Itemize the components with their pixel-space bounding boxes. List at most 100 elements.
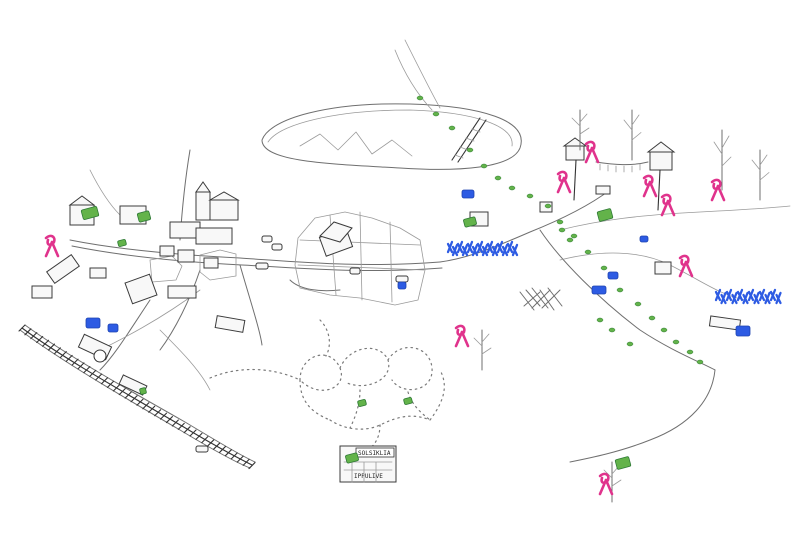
green-dot xyxy=(480,163,488,169)
rail-tie xyxy=(53,347,61,355)
blue-stroke xyxy=(496,240,504,254)
rail-tie xyxy=(112,384,120,392)
green-marker xyxy=(357,399,367,407)
rail-tie xyxy=(213,442,221,450)
rail-tie xyxy=(224,449,232,457)
rail-tie xyxy=(42,339,50,347)
rail-tie xyxy=(77,362,85,370)
hatched-field xyxy=(519,287,563,311)
blue-stroke xyxy=(753,291,760,305)
bare-trees xyxy=(473,109,770,503)
blue-stroke xyxy=(486,240,494,254)
farmhouse-center xyxy=(318,221,354,257)
main-building-caption: IPPULIVE xyxy=(354,473,383,480)
blue-stroke xyxy=(714,288,722,302)
green-dot xyxy=(448,125,456,131)
bare-tree xyxy=(751,149,770,201)
green-dot xyxy=(466,147,474,153)
pink-marker xyxy=(556,170,572,194)
rail-tie xyxy=(177,422,185,430)
rail-tie xyxy=(118,388,126,396)
green-dot-trail xyxy=(416,95,704,365)
green-dot xyxy=(494,175,502,181)
green-dot xyxy=(648,315,656,321)
main-building: SOLSIKLIA IPPULIVE xyxy=(339,445,397,483)
rail-tie xyxy=(154,409,162,417)
rail-tie xyxy=(207,439,215,447)
rail-tie xyxy=(130,395,138,403)
pink-marker xyxy=(660,193,676,217)
blue-shelter xyxy=(607,271,619,280)
blue-stroke xyxy=(466,240,474,254)
bare-tree xyxy=(603,461,622,503)
rail-tie xyxy=(165,416,173,424)
pink-markers xyxy=(44,140,726,496)
blue-stroke xyxy=(491,243,499,257)
blue-stroke xyxy=(775,291,782,305)
green-marker xyxy=(117,239,127,247)
rail-tie xyxy=(201,436,209,444)
green-marker xyxy=(463,216,477,228)
buildings: SOLSIKLIA IPPULIVE xyxy=(31,137,742,483)
blue-stroke xyxy=(476,240,484,254)
rail-tie xyxy=(242,458,250,466)
green-dot xyxy=(616,287,624,293)
blue-shelter xyxy=(107,323,119,333)
rail-tie xyxy=(195,432,203,440)
blue-shelter xyxy=(591,285,607,295)
treehouse-right xyxy=(595,141,676,211)
green-dot xyxy=(634,301,642,307)
blue-stroke xyxy=(511,243,519,257)
rail-tie xyxy=(230,452,238,460)
rail-tie xyxy=(159,412,168,420)
rail-tie xyxy=(89,369,97,377)
blue-stroke xyxy=(769,288,777,302)
rail-tie xyxy=(47,343,56,351)
pink-marker xyxy=(598,472,614,496)
rail-tie xyxy=(106,380,115,388)
rail-tie xyxy=(36,335,44,344)
rail-tie xyxy=(124,391,132,399)
green-dot xyxy=(566,237,574,243)
green-dot xyxy=(672,339,680,345)
rail-tie xyxy=(142,402,150,410)
blue-stroke xyxy=(501,243,509,257)
blue-stroke xyxy=(736,288,744,302)
rail-tie xyxy=(95,373,103,381)
blue-stroke xyxy=(742,291,749,305)
green-dot xyxy=(596,317,604,323)
green-dot xyxy=(626,341,634,347)
treehouse-left xyxy=(562,137,588,201)
pink-marker xyxy=(584,140,600,164)
bare-tree xyxy=(473,329,492,371)
railway xyxy=(18,324,256,470)
rail-tie xyxy=(248,462,256,470)
rail-tie xyxy=(236,455,244,463)
green-dot xyxy=(608,327,616,333)
rail-tie xyxy=(30,332,38,340)
bare-tree xyxy=(623,109,642,161)
blue-shelter xyxy=(639,235,649,243)
green-marker xyxy=(596,208,614,222)
blue-stroke xyxy=(747,288,755,302)
green-dot xyxy=(570,233,578,239)
green-dot xyxy=(584,249,592,255)
rail-tie xyxy=(71,358,79,366)
green-markers xyxy=(80,206,632,470)
blue-stroke xyxy=(451,243,459,257)
blue-stroke xyxy=(481,243,489,257)
green-dot xyxy=(526,193,534,199)
green-dot xyxy=(508,185,516,191)
pink-marker xyxy=(678,254,694,278)
rail-tie xyxy=(148,405,156,413)
green-dot xyxy=(544,203,552,209)
rail-tie xyxy=(83,366,91,374)
green-dot xyxy=(556,219,564,225)
pink-marker xyxy=(642,174,658,198)
church xyxy=(195,181,240,221)
rail-tie xyxy=(218,445,227,453)
main-building-sign: SOLSIKLIA xyxy=(358,450,391,457)
blue-markers xyxy=(85,189,782,337)
pier xyxy=(451,117,487,163)
green-dot xyxy=(696,359,704,365)
